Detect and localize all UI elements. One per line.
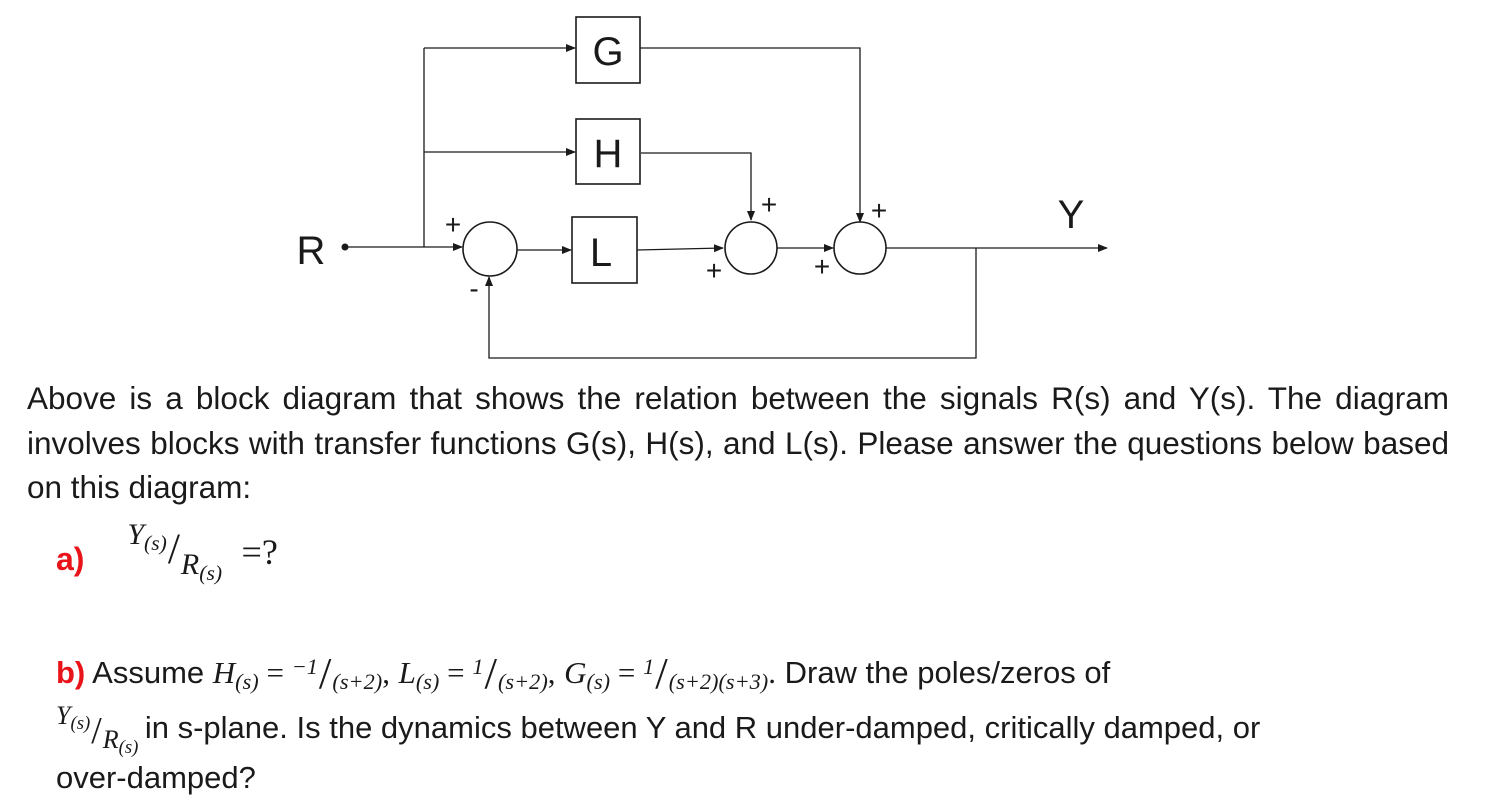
question-b-line1: b) Assume H(s) = −1/(s+2), L(s) = 1/(s+2… bbox=[56, 646, 1110, 698]
g-to-sum3 bbox=[640, 47, 864, 223]
b-ratio-den-sub: (s) bbox=[118, 737, 139, 759]
l-sep: , bbox=[547, 655, 556, 690]
l-num: 1 bbox=[472, 653, 484, 679]
l-name: L bbox=[398, 655, 416, 690]
g-slash: / bbox=[655, 648, 668, 699]
b-ratio-den: R bbox=[102, 725, 119, 754]
h-expression: H(s) = −1/(s+2), bbox=[212, 651, 390, 696]
g-sub: (s) bbox=[586, 669, 611, 695]
h-num: −1 bbox=[291, 653, 318, 679]
g-expression: G(s) = 1/(s+2)(s+3). bbox=[564, 651, 776, 696]
question-b-ratio: Y(s)/R(s) bbox=[56, 701, 145, 758]
h-den: (s+2) bbox=[332, 669, 383, 695]
question-b-line3: over-damped? bbox=[56, 756, 256, 800]
sign-sum3-top: + bbox=[871, 195, 887, 226]
block-g-label: G bbox=[592, 30, 623, 74]
question-b-label: b) bbox=[56, 655, 86, 690]
question-b-assume: Assume bbox=[92, 655, 205, 690]
sign-sum2-left: + bbox=[706, 255, 722, 286]
question-b-line2: Y(s)/R(s) in s-plane. Is the dynamics be… bbox=[56, 701, 1261, 758]
ratio-slash: / bbox=[167, 525, 180, 574]
g-name: G bbox=[564, 655, 587, 690]
b-ratio-num: Y bbox=[56, 701, 71, 730]
question-a-label: a) bbox=[56, 541, 85, 577]
b-ratio-num-sub: (s) bbox=[70, 713, 91, 735]
ratio-den: R bbox=[180, 548, 200, 581]
question-a-tail: =? bbox=[241, 532, 278, 572]
description-paragraph: Above is a block diagram that shows the … bbox=[27, 380, 1449, 505]
output-label: Y bbox=[1058, 193, 1085, 237]
feedback-path bbox=[485, 248, 977, 359]
h-sep: , bbox=[382, 655, 390, 690]
g-den: (s+2)(s+3) bbox=[668, 669, 769, 695]
h-name: H bbox=[212, 655, 236, 690]
sign-sum3-left: + bbox=[814, 251, 830, 282]
h-eq: = bbox=[266, 655, 284, 690]
sum-junction-1 bbox=[462, 221, 518, 277]
question-b-text1: Draw the poles/zeros of bbox=[784, 655, 1111, 690]
input-label: R bbox=[297, 229, 326, 273]
block-h-label: H bbox=[594, 132, 623, 176]
g-num: 1 bbox=[643, 653, 655, 679]
block-l bbox=[571, 216, 638, 284]
h-slash: / bbox=[318, 648, 332, 699]
sign-sum1-bottom: - bbox=[469, 273, 478, 304]
block-l-label: L bbox=[590, 231, 612, 275]
ratio-num: Y bbox=[127, 518, 145, 551]
question-a-ratio: Y(s)/R(s) bbox=[127, 518, 229, 585]
l-slash: / bbox=[484, 648, 498, 699]
input-node bbox=[341, 243, 349, 251]
ratio-den-sub: (s) bbox=[199, 561, 223, 586]
question-a: a) Y(s)/R(s) =? bbox=[56, 518, 278, 585]
block-diagram: G H L R Y + - + + + + bbox=[297, 16, 1108, 359]
block-h bbox=[575, 118, 641, 185]
l-sub: (s) bbox=[415, 669, 440, 695]
l-den: (s+2) bbox=[498, 669, 548, 695]
g-sep: . bbox=[768, 655, 776, 690]
sign-sum1-top: + bbox=[445, 209, 461, 240]
ratio-num-sub: (s) bbox=[144, 531, 167, 556]
sum-junction-2 bbox=[724, 221, 778, 275]
b-ratio-slash: / bbox=[91, 709, 102, 752]
question-b-text3: over-damped? bbox=[56, 760, 256, 795]
sign-sum2-top: + bbox=[761, 189, 777, 220]
l-to-sum2 bbox=[636, 244, 724, 253]
g-eq: = bbox=[617, 655, 636, 690]
l-eq: = bbox=[447, 655, 465, 690]
question-b-text2: in s-plane. Is the dynamics between Y an… bbox=[144, 710, 1261, 745]
l-expression: L(s) = 1/(s+2), bbox=[398, 651, 556, 696]
sum-junction-3 bbox=[833, 221, 887, 275]
h-to-sum2 bbox=[641, 152, 755, 221]
block-g bbox=[575, 16, 641, 84]
h-sub: (s) bbox=[235, 669, 259, 695]
